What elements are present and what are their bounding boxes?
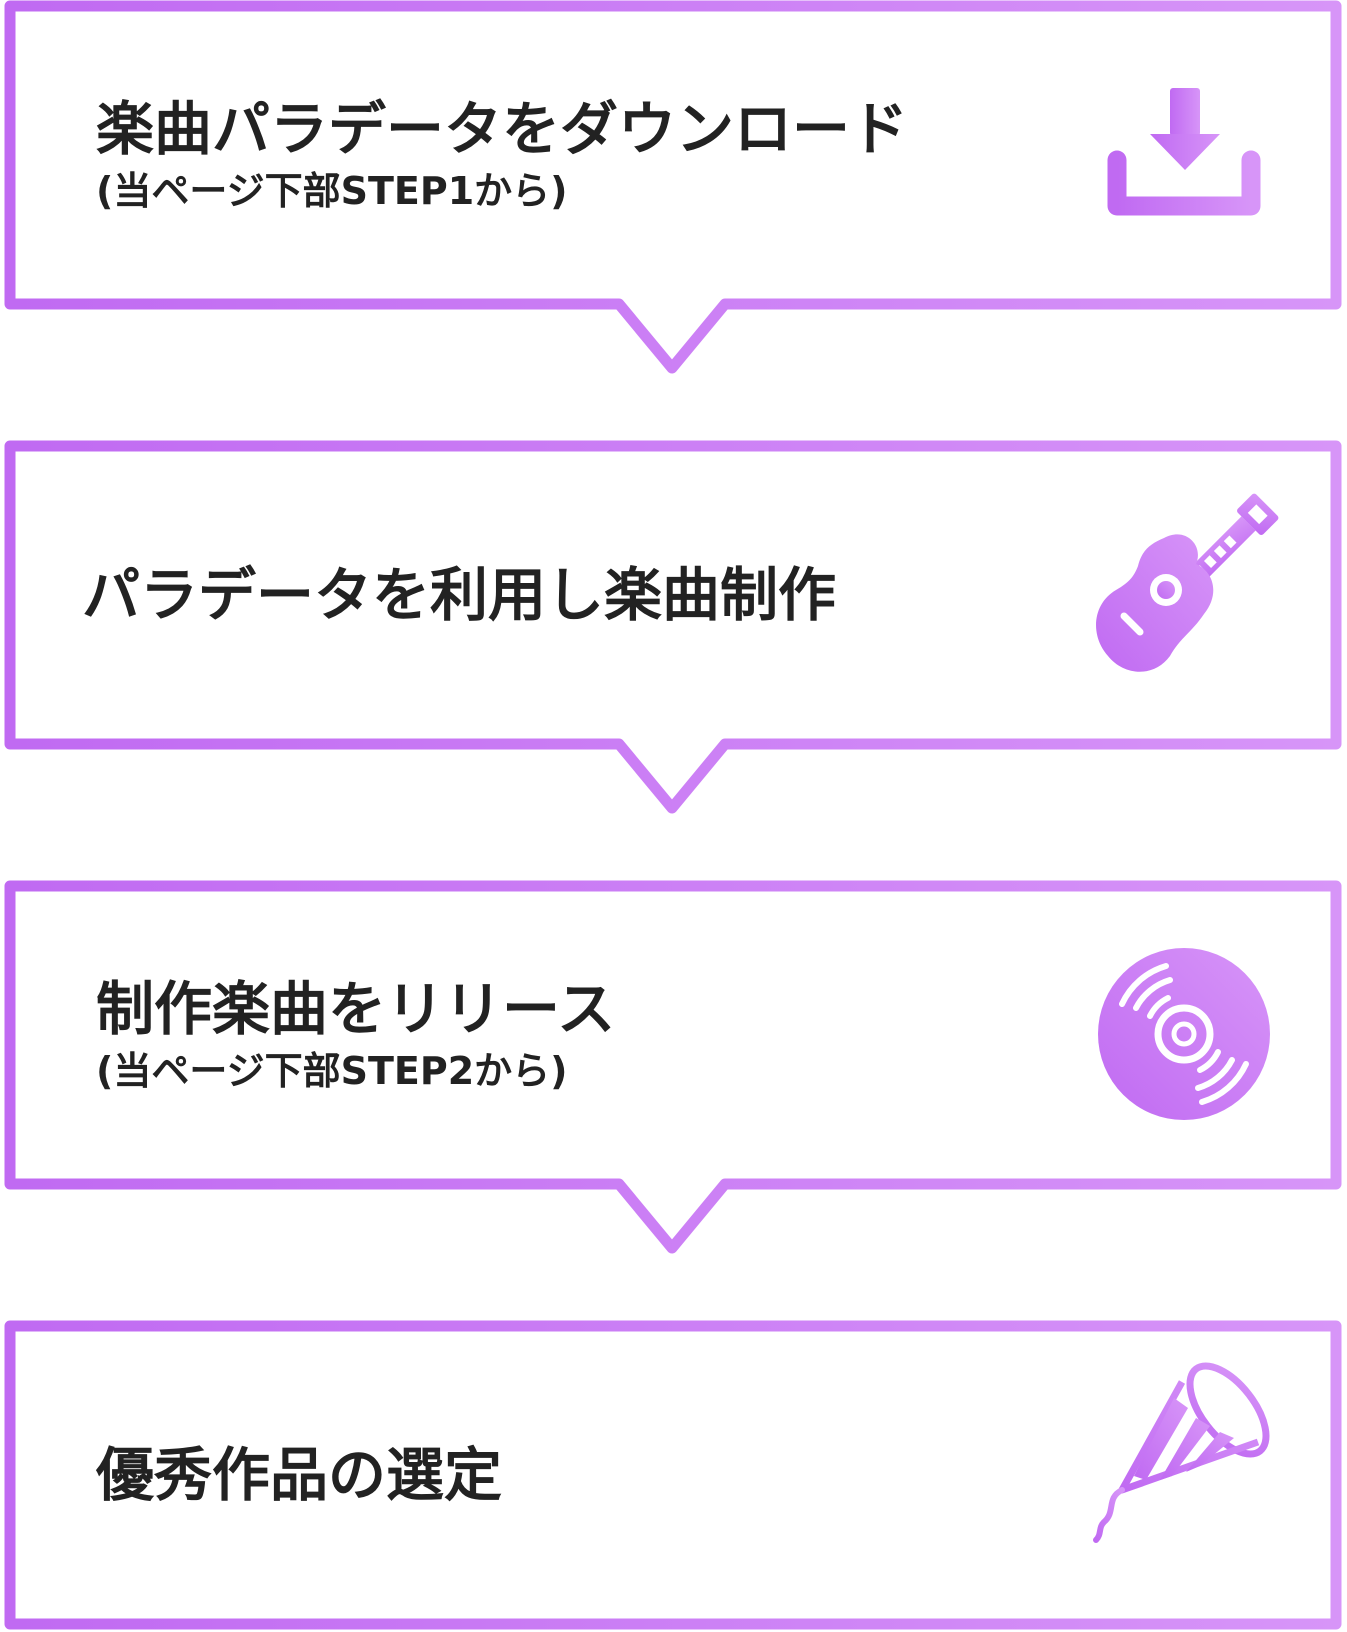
step-3-frame [4,880,1342,1254]
step-2: パラデータを利用し楽曲制作 [10,446,1336,744]
step-1-subtitle: (当ページ下部STEP1から) [96,168,568,213]
step-1-text: 楽曲パラデータをダウンロード (当ページ下部STEP1から) [96,6,1076,304]
step-3-text: 制作楽曲をリリース (当ページ下部STEP2から) [96,886,1076,1184]
step-4-title: 優秀作品の選定 [96,1440,503,1509]
step-3-subtitle: (当ページ下部STEP2から) [96,1048,568,1093]
step-2-title: パラデータを利用し楽曲制作 [82,560,837,629]
download-icon [1096,66,1272,242]
step-3: 制作楽曲をリリース (当ページ下部STEP2から) [10,886,1336,1184]
step-4-frame [4,1320,1342,1630]
step-4-text: 優秀作品の選定 [96,1326,1076,1624]
guitar-icon [1086,486,1286,686]
step-4: 優秀作品の選定 [10,1326,1336,1624]
step-3-title: 制作楽曲をリリース [96,974,616,1043]
step-1: 楽曲パラデータをダウンロード (当ページ下部STEP1から) [10,6,1336,304]
step-1-title: 楽曲パラデータをダウンロード [96,94,909,163]
cd-disc-icon [1096,946,1272,1122]
step-1-frame [4,0,1342,374]
party-popper-icon [1076,1342,1276,1552]
step-2-frame [4,440,1342,814]
step-2-text: パラデータを利用し楽曲制作 [82,446,1062,744]
